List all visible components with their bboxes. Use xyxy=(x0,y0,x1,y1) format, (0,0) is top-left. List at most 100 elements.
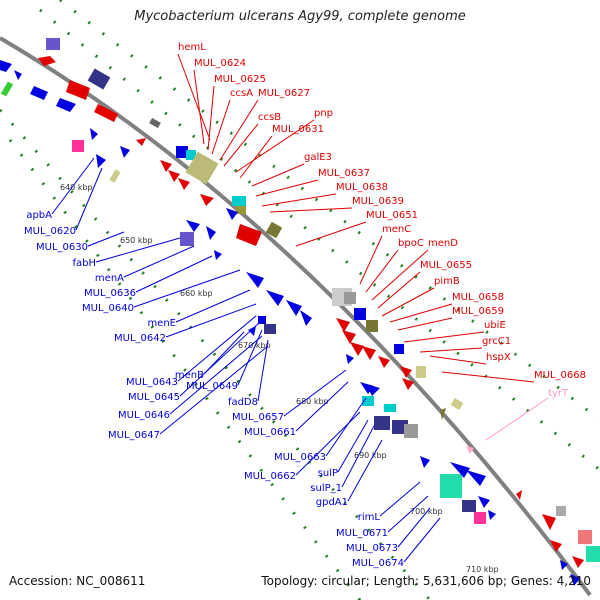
gene-label: pnp xyxy=(314,108,333,119)
feature-arrow xyxy=(542,514,556,530)
feature-block xyxy=(236,206,246,214)
feature-arrow xyxy=(478,496,490,508)
label-line xyxy=(403,331,485,343)
gene-label: MUL_0673 xyxy=(346,543,398,554)
label-line xyxy=(347,439,383,502)
gene-label: MUL_0649 xyxy=(186,381,238,392)
label-line xyxy=(237,329,263,386)
gene-label: sulP_1 xyxy=(310,483,342,494)
track-dots-line xyxy=(8,139,362,600)
label-line xyxy=(251,163,305,187)
feature-block xyxy=(556,506,566,516)
label-line xyxy=(381,287,435,317)
feature-block xyxy=(450,398,464,410)
gene-label: rimL xyxy=(358,512,381,523)
gene-label: MUL_0646 xyxy=(118,410,170,421)
feature-arrow xyxy=(400,366,412,378)
feature-block xyxy=(265,221,283,239)
feature-block xyxy=(180,232,194,246)
label-line xyxy=(403,517,441,563)
label-line xyxy=(261,193,337,207)
feature-block xyxy=(440,474,462,498)
feature-arrow xyxy=(550,540,562,552)
tick-label: 670 kbp xyxy=(238,341,271,350)
label-line xyxy=(239,135,273,179)
label-line xyxy=(371,249,429,301)
gene-label: MUL_0630 xyxy=(36,242,88,253)
feature-block xyxy=(384,404,396,412)
feature-block xyxy=(344,292,356,304)
gene-label: sulP xyxy=(318,468,338,479)
label-line xyxy=(341,425,375,488)
gene-label: MUL_0639 xyxy=(352,196,404,207)
label-line xyxy=(419,347,483,353)
track-dots-line xyxy=(0,109,432,600)
feature-block xyxy=(176,146,188,158)
label-line xyxy=(295,411,361,476)
gene-label: MUL_0662 xyxy=(244,471,296,482)
feature-arrow xyxy=(66,80,90,100)
label-lines xyxy=(51,53,549,563)
feature-arrow xyxy=(248,326,256,336)
feature-arrow xyxy=(200,194,214,206)
label-line xyxy=(135,255,213,293)
label-line xyxy=(359,235,383,285)
feature-arrow xyxy=(360,382,374,394)
feature-block xyxy=(462,500,476,512)
gene-label: ubiE xyxy=(484,320,506,331)
feature-arrow xyxy=(96,154,106,168)
feature-block xyxy=(362,396,374,406)
gene-label: ccsB xyxy=(258,112,281,123)
gene-label: MUL_0663 xyxy=(274,452,326,463)
label-line xyxy=(177,53,211,141)
feature-arrow xyxy=(570,574,580,586)
tick-label: 640 kbp xyxy=(60,183,93,192)
feature-arrow xyxy=(402,378,414,390)
feature-block xyxy=(416,366,426,378)
feature-arrow xyxy=(236,224,262,246)
label-line xyxy=(219,99,259,161)
feature-arrow xyxy=(56,98,76,112)
gene-label: MUL_0674 xyxy=(352,558,404,569)
feature-arrow xyxy=(350,342,364,356)
feature-block xyxy=(474,512,486,524)
gene-label: MUL_0640 xyxy=(82,303,134,314)
feature-block xyxy=(186,150,196,160)
feature-arrow xyxy=(420,456,430,468)
tick-label: 710 kbp xyxy=(466,565,499,574)
feature-block xyxy=(185,151,219,185)
label-line xyxy=(387,495,429,533)
tick-label: 650 kbp xyxy=(120,236,153,245)
feature-block xyxy=(258,316,266,324)
label-line xyxy=(235,119,315,173)
feature-block xyxy=(264,324,276,334)
label-line xyxy=(87,231,125,247)
label-line xyxy=(165,303,257,338)
gene-label: MUL_0625 xyxy=(214,74,266,85)
label-line xyxy=(485,397,549,441)
label-line xyxy=(159,345,269,435)
label-line xyxy=(397,507,431,548)
feature-arrow xyxy=(440,408,446,420)
gene-label: apbA xyxy=(26,210,52,221)
label-line xyxy=(295,221,367,247)
genome-backbone xyxy=(0,36,592,597)
feature-arrow xyxy=(226,208,238,220)
gene-label: MUL_0624 xyxy=(194,58,246,69)
feature-block xyxy=(394,344,404,354)
feature-arrow xyxy=(186,220,200,232)
label-line xyxy=(257,339,269,402)
label-line xyxy=(295,381,349,432)
label-line xyxy=(429,355,487,365)
gene-label: pimB xyxy=(434,276,460,287)
label-line xyxy=(207,85,215,151)
feature-arrow xyxy=(488,510,496,520)
gene-label: fadD8 xyxy=(228,397,258,408)
label-line xyxy=(95,237,181,263)
gene-label: menC xyxy=(382,224,411,235)
gene-label: MUL_0668 xyxy=(534,370,586,381)
